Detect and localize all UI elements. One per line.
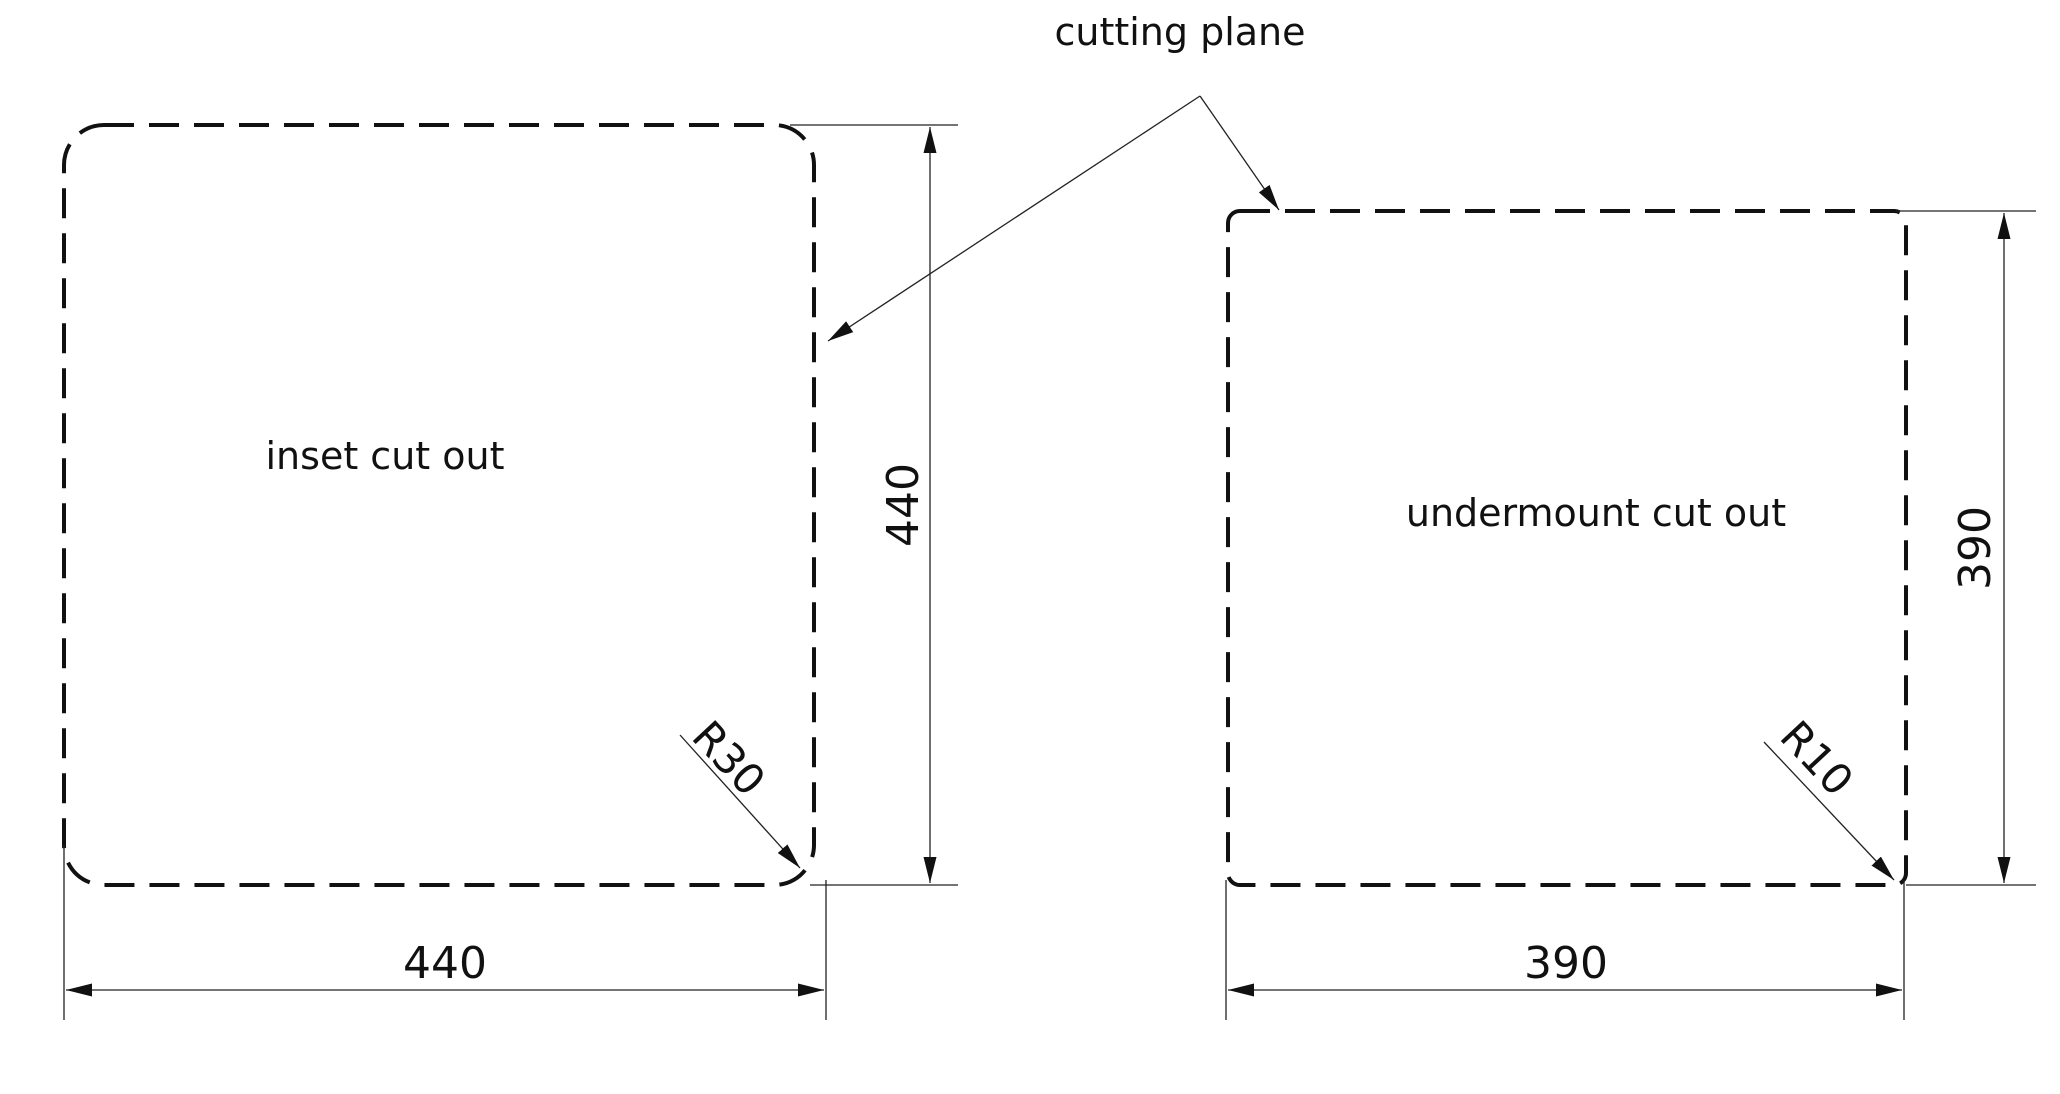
undermount-radius-leader [1763,741,1895,881]
undermount-height-value: 390 [1950,506,2001,590]
inset-radius-leader [679,734,801,869]
inset-width-value: 440 [403,938,487,989]
undermount-cutout: undermount cut out 390 390 R10 [1225,209,2036,1020]
inset-height-value: 440 [878,463,929,547]
inset-cutout-label: inset cut out [266,434,505,478]
undermount-cutout-label: undermount cut out [1406,491,1786,535]
cutting-plane-label: cutting plane [1054,10,1305,54]
leader-to-undermount [1199,95,1280,211]
leader-to-inset [827,95,1201,342]
cutting-plane-leaders [827,95,1280,342]
undermount-radius-label: R10 [1771,711,1863,805]
inset-cutout-outline [62,123,816,887]
undermount-width-value: 390 [1524,938,1608,989]
undermount-cutout-outline [1226,209,1908,887]
inset-cutout: inset cut out 440 440 R30 [62,123,958,1020]
inset-radius-label: R30 [683,711,775,805]
